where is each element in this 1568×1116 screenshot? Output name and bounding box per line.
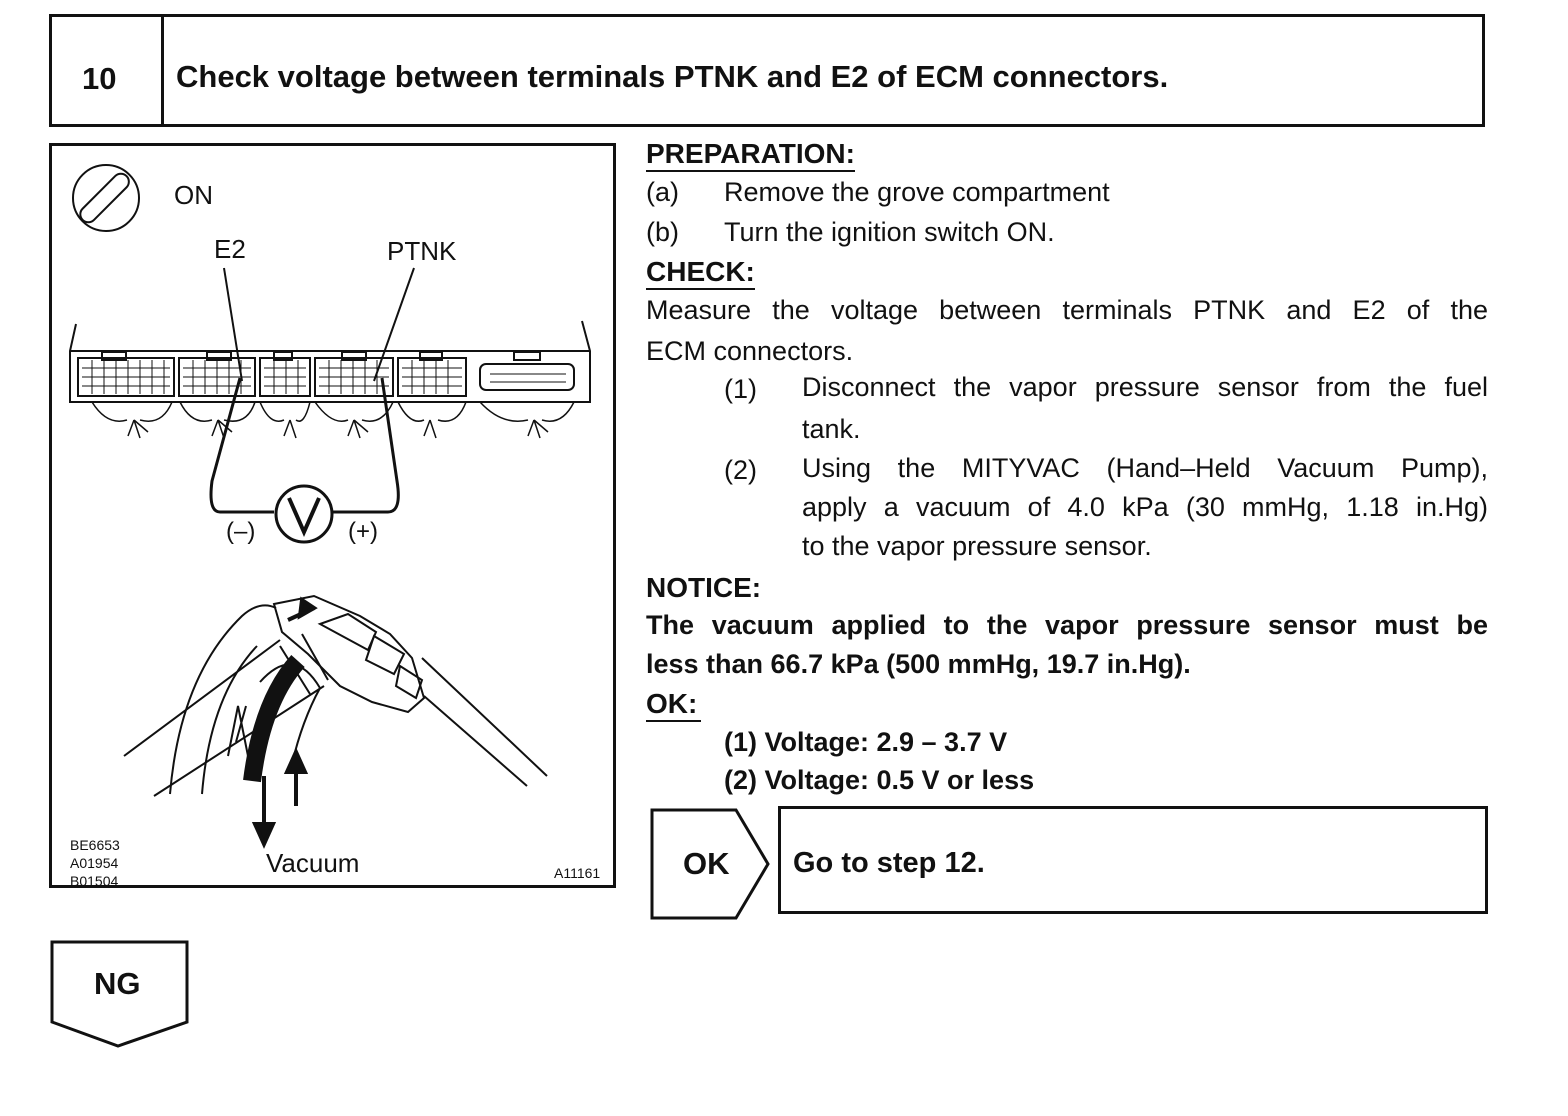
ng-label: NG (94, 966, 141, 1001)
terminal-e2-label: E2 (214, 234, 246, 264)
check-intro-line: ECM connectors. (646, 336, 854, 366)
check-step-text: Using the MITYVAC (Hand–Held Vacuum Pump… (802, 453, 1488, 483)
vacuum-label: Vacuum (266, 848, 360, 878)
ok-label: OK (683, 846, 730, 881)
step-header: 10 Check voltage between terminals PTNK … (49, 14, 1485, 127)
check-step-marker: (2) (724, 455, 757, 485)
check-step-text: apply a vacuum of 4.0 kPa (30 mmHg, 1.18… (802, 492, 1488, 522)
ok-action-box: Go to step 12. (778, 806, 1488, 914)
notice-text: less than 66.7 kPa (500 mmHg, 19.7 in.Hg… (646, 649, 1191, 679)
ref-code: A01954 (70, 855, 119, 871)
illustration-figure: ON E2 PTNK (–) (+) Vacuum BE6653 A01954 … (49, 143, 616, 889)
step-number-cell: 10 (52, 17, 164, 124)
probe-negative-label: (–) (226, 518, 256, 545)
preparation-marker: (a) (646, 177, 679, 207)
check-step-text: to the vapor pressure sensor. (802, 531, 1152, 561)
notice-text: The vacuum applied to the vapor pressure… (646, 610, 1488, 640)
ignition-on-label: ON (174, 180, 213, 210)
ok-spec-voltage: (1) Voltage: 2.9 – 3.7 V (724, 727, 1008, 757)
ok-arrow-box (650, 808, 770, 920)
ok-spec-voltage: (2) Voltage: 0.5 V or less (724, 765, 1035, 795)
check-step-text: tank. (802, 414, 861, 444)
probe-positive-label: (+) (348, 518, 378, 545)
step-number: 10 (82, 61, 117, 96)
ref-code: BE6653 (70, 837, 120, 853)
preparation-item: Remove the grove compartment (724, 177, 1110, 207)
vapor-pressure-sensor-illustration (123, 594, 548, 797)
ref-code: B01504 (70, 873, 119, 889)
ecm-connector-diagram (69, 164, 591, 849)
ok-action-text: Go to step 12. (793, 847, 985, 879)
check-step-text: Disconnect the vapor pressure sensor fro… (802, 372, 1488, 402)
voltmeter-icon (274, 484, 334, 544)
probe-wires (209, 377, 400, 514)
ng-arrow-box (50, 940, 189, 1048)
e2-leader-line (223, 267, 243, 382)
figure-id: A11161 (554, 865, 601, 881)
ok-spec-heading: OK: (646, 688, 702, 722)
ignition-key-icon (72, 164, 140, 232)
ptnk-leader-line (373, 267, 415, 382)
connector-pin-grid (82, 360, 566, 394)
check-heading: CHECK: (646, 256, 755, 290)
step-title: Check voltage between terminals PTNK and… (176, 59, 1169, 94)
vacuum-arrows (251, 596, 318, 849)
terminal-ptnk-label: PTNK (387, 236, 457, 266)
wire-harness (91, 401, 575, 439)
notice-heading: NOTICE: (646, 572, 762, 603)
vacuum-hose (243, 654, 305, 783)
preparation-item: Turn the ignition switch ON. (724, 217, 1055, 247)
preparation-marker: (b) (646, 217, 679, 247)
check-intro-line: Measure the voltage between terminals PT… (646, 295, 1488, 325)
ecm-connector-body (69, 320, 591, 403)
preparation-heading: PREPARATION: (646, 138, 855, 172)
check-step-marker: (1) (724, 374, 757, 404)
